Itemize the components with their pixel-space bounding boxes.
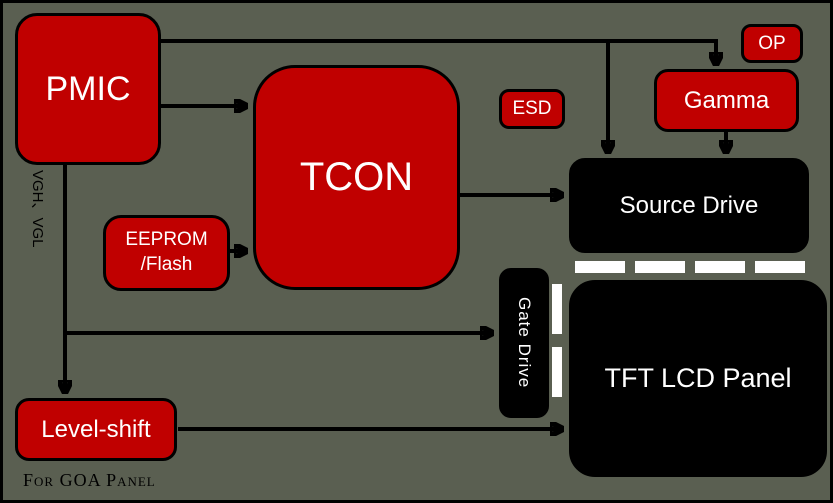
pmic-block: PMIC xyxy=(15,13,161,165)
op-block: OP xyxy=(741,24,803,63)
source-panel-pad xyxy=(635,261,685,273)
esd-block: ESD xyxy=(499,89,565,129)
op-label: OP xyxy=(758,32,786,54)
eeprom-flash-block: EEPROM /Flash xyxy=(103,215,230,291)
level-shift-block: Level-shift xyxy=(15,398,177,461)
tft-lcd-panel-block: TFT LCD Panel xyxy=(569,280,827,477)
vgh-vgl-annotation: VGH、VGL xyxy=(29,170,46,248)
source-drive-block: Source Drive xyxy=(569,158,809,253)
gamma-block: Gamma xyxy=(654,69,799,132)
gate-drive-label: Gate Drive xyxy=(515,297,534,389)
pmic-label: PMIC xyxy=(45,69,131,108)
esd-label: ESD xyxy=(512,98,552,119)
gate-panel-pad xyxy=(552,284,562,334)
source-drive-label: Source Drive xyxy=(619,191,759,219)
gamma-label: Gamma xyxy=(683,86,770,114)
tcon-label: TCON xyxy=(299,155,414,199)
eeprom-flash-label: EEPROM /Flash xyxy=(125,229,208,275)
gate-panel-pad xyxy=(552,347,562,397)
connectors-layer xyxy=(3,39,833,503)
source-panel-pad xyxy=(695,261,745,273)
source-panel-pad xyxy=(575,261,625,273)
source-panel-pad xyxy=(755,261,805,273)
tcon-block: TCON xyxy=(253,65,460,290)
tft-lcd-panel-label: TFT LCD Panel xyxy=(604,363,792,393)
gate-drive-block: Gate Drive xyxy=(499,268,549,418)
connector-pmic-gamma xyxy=(159,39,716,63)
goa-panel-note: For GOA Panel xyxy=(23,470,156,490)
level-shift-label: Level-shift xyxy=(41,415,151,443)
